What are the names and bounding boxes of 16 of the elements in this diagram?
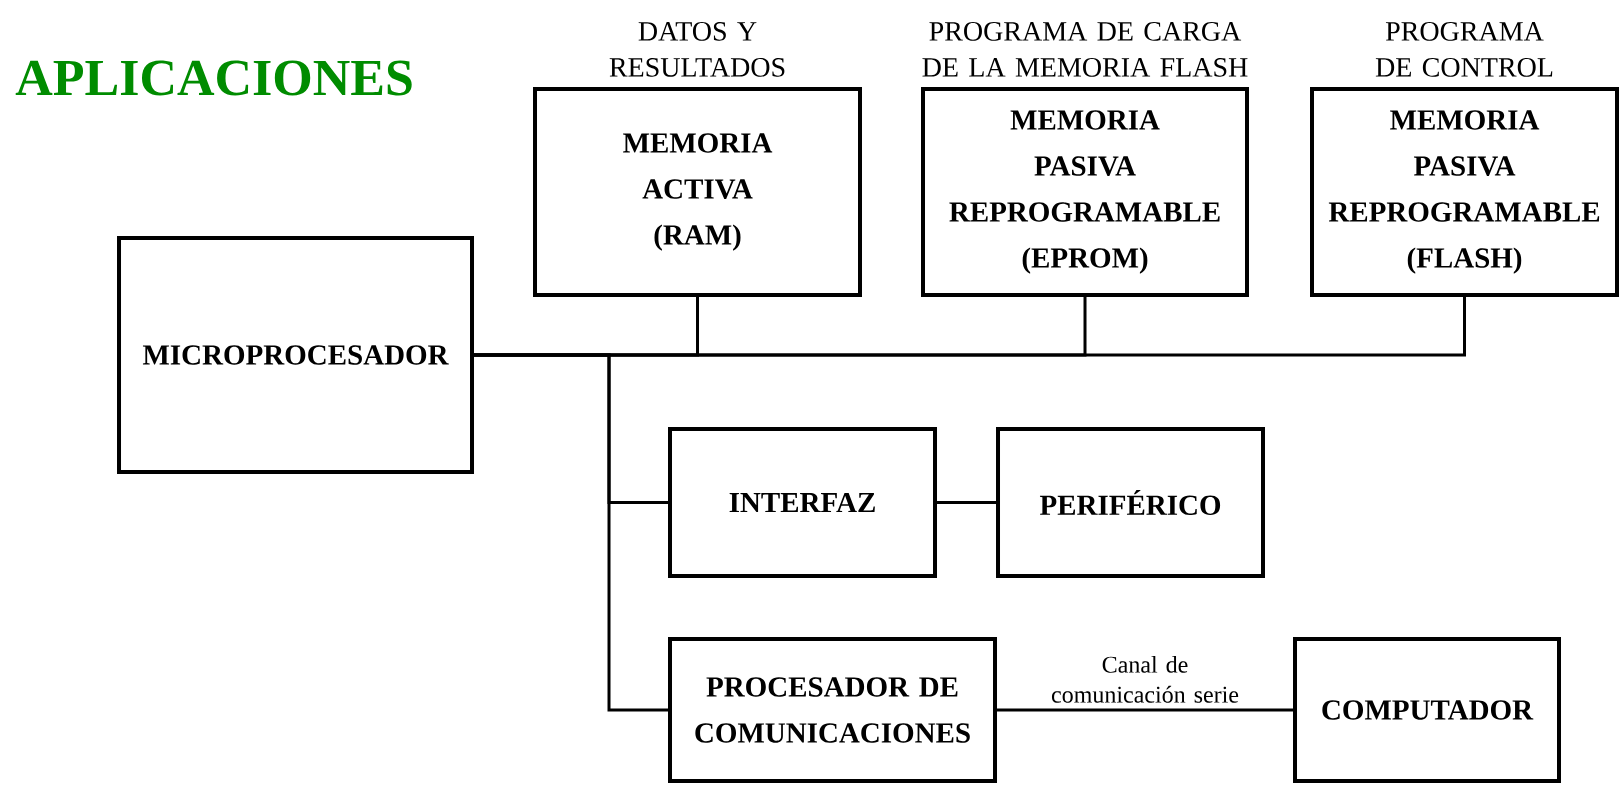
connector-line bbox=[997, 708, 1293, 712]
block-box: PERIFÉRICO bbox=[996, 427, 1265, 578]
box-caption: PROGRAMA DE CONTROL bbox=[1375, 22, 1553, 77]
block-box: MEMORIA PASIVA REPROGRAMABLE (FLASH) bbox=[1310, 87, 1619, 297]
box-caption: PROGRAMA DE CARGA DE LA MEMORIA FLASH bbox=[922, 22, 1248, 77]
block-box: COMPUTADOR bbox=[1293, 637, 1561, 783]
block-box: MICROPROCESADOR bbox=[117, 236, 474, 474]
connector-line bbox=[474, 353, 668, 712]
block-box: MEMORIA PASIVA REPROGRAMABLE (EPROM) bbox=[921, 87, 1249, 297]
box-caption: DATOS Y RESULTADOS bbox=[609, 22, 785, 77]
block-box: INTERFAZ bbox=[668, 427, 937, 578]
connector-line bbox=[937, 501, 996, 504]
edge-label: Canal de comunicación serie bbox=[1051, 655, 1239, 703]
diagram-title: APLICACIONES bbox=[15, 60, 412, 96]
block-box: MEMORIA ACTIVA (RAM) bbox=[533, 87, 862, 297]
block-box: PROCESADOR DE COMUNICACIONES bbox=[668, 637, 997, 783]
